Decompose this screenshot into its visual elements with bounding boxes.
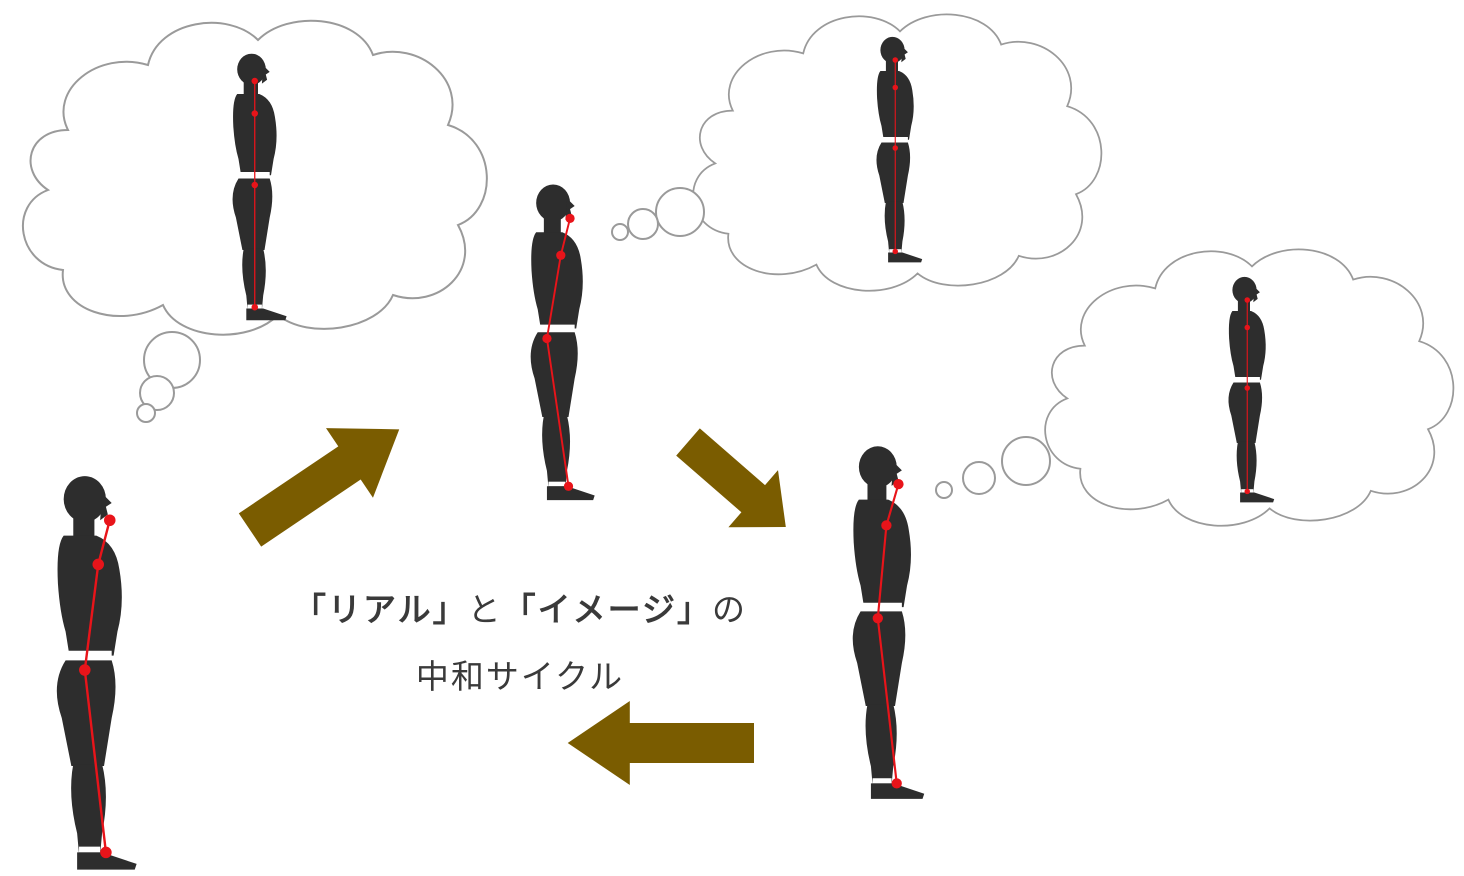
thick-arrow-icon	[567, 701, 754, 785]
thought-bubble-medium	[139, 375, 175, 411]
thought-bubble-large	[1001, 436, 1051, 486]
thought-bubble-large	[655, 187, 705, 237]
bracket-open-image: 「	[502, 590, 538, 629]
connector-to: と	[467, 590, 503, 629]
particle-no: の	[712, 590, 747, 629]
term-image: イメージ	[537, 590, 677, 629]
real-figure-center	[530, 184, 595, 501]
caption-line-2: 中和サイクル	[415, 657, 625, 696]
bracket-close-image: 」	[677, 590, 712, 629]
thought-bubble-medium	[962, 461, 996, 495]
thick-arrow-icon	[663, 413, 811, 556]
thick-arrow-icon	[226, 394, 423, 565]
caption-line-1: 「リアル」と「イメージ」の	[270, 583, 770, 631]
ideal-figure-topleft	[232, 53, 287, 321]
bracket-close-real: 」	[432, 590, 468, 629]
thought-bubble-small	[136, 403, 156, 423]
bracket-open-real: 「	[292, 590, 328, 629]
real-figure-right	[852, 446, 925, 799]
thought-bubble-medium	[627, 208, 659, 240]
thought-bubble-small	[935, 481, 953, 499]
thought-bubble-small	[611, 223, 629, 241]
real-figure-bottomleft	[56, 476, 137, 870]
ideal-figure-topright	[876, 36, 923, 263]
term-real: リアル	[327, 590, 433, 629]
ideal-figure-right	[1228, 276, 1275, 503]
